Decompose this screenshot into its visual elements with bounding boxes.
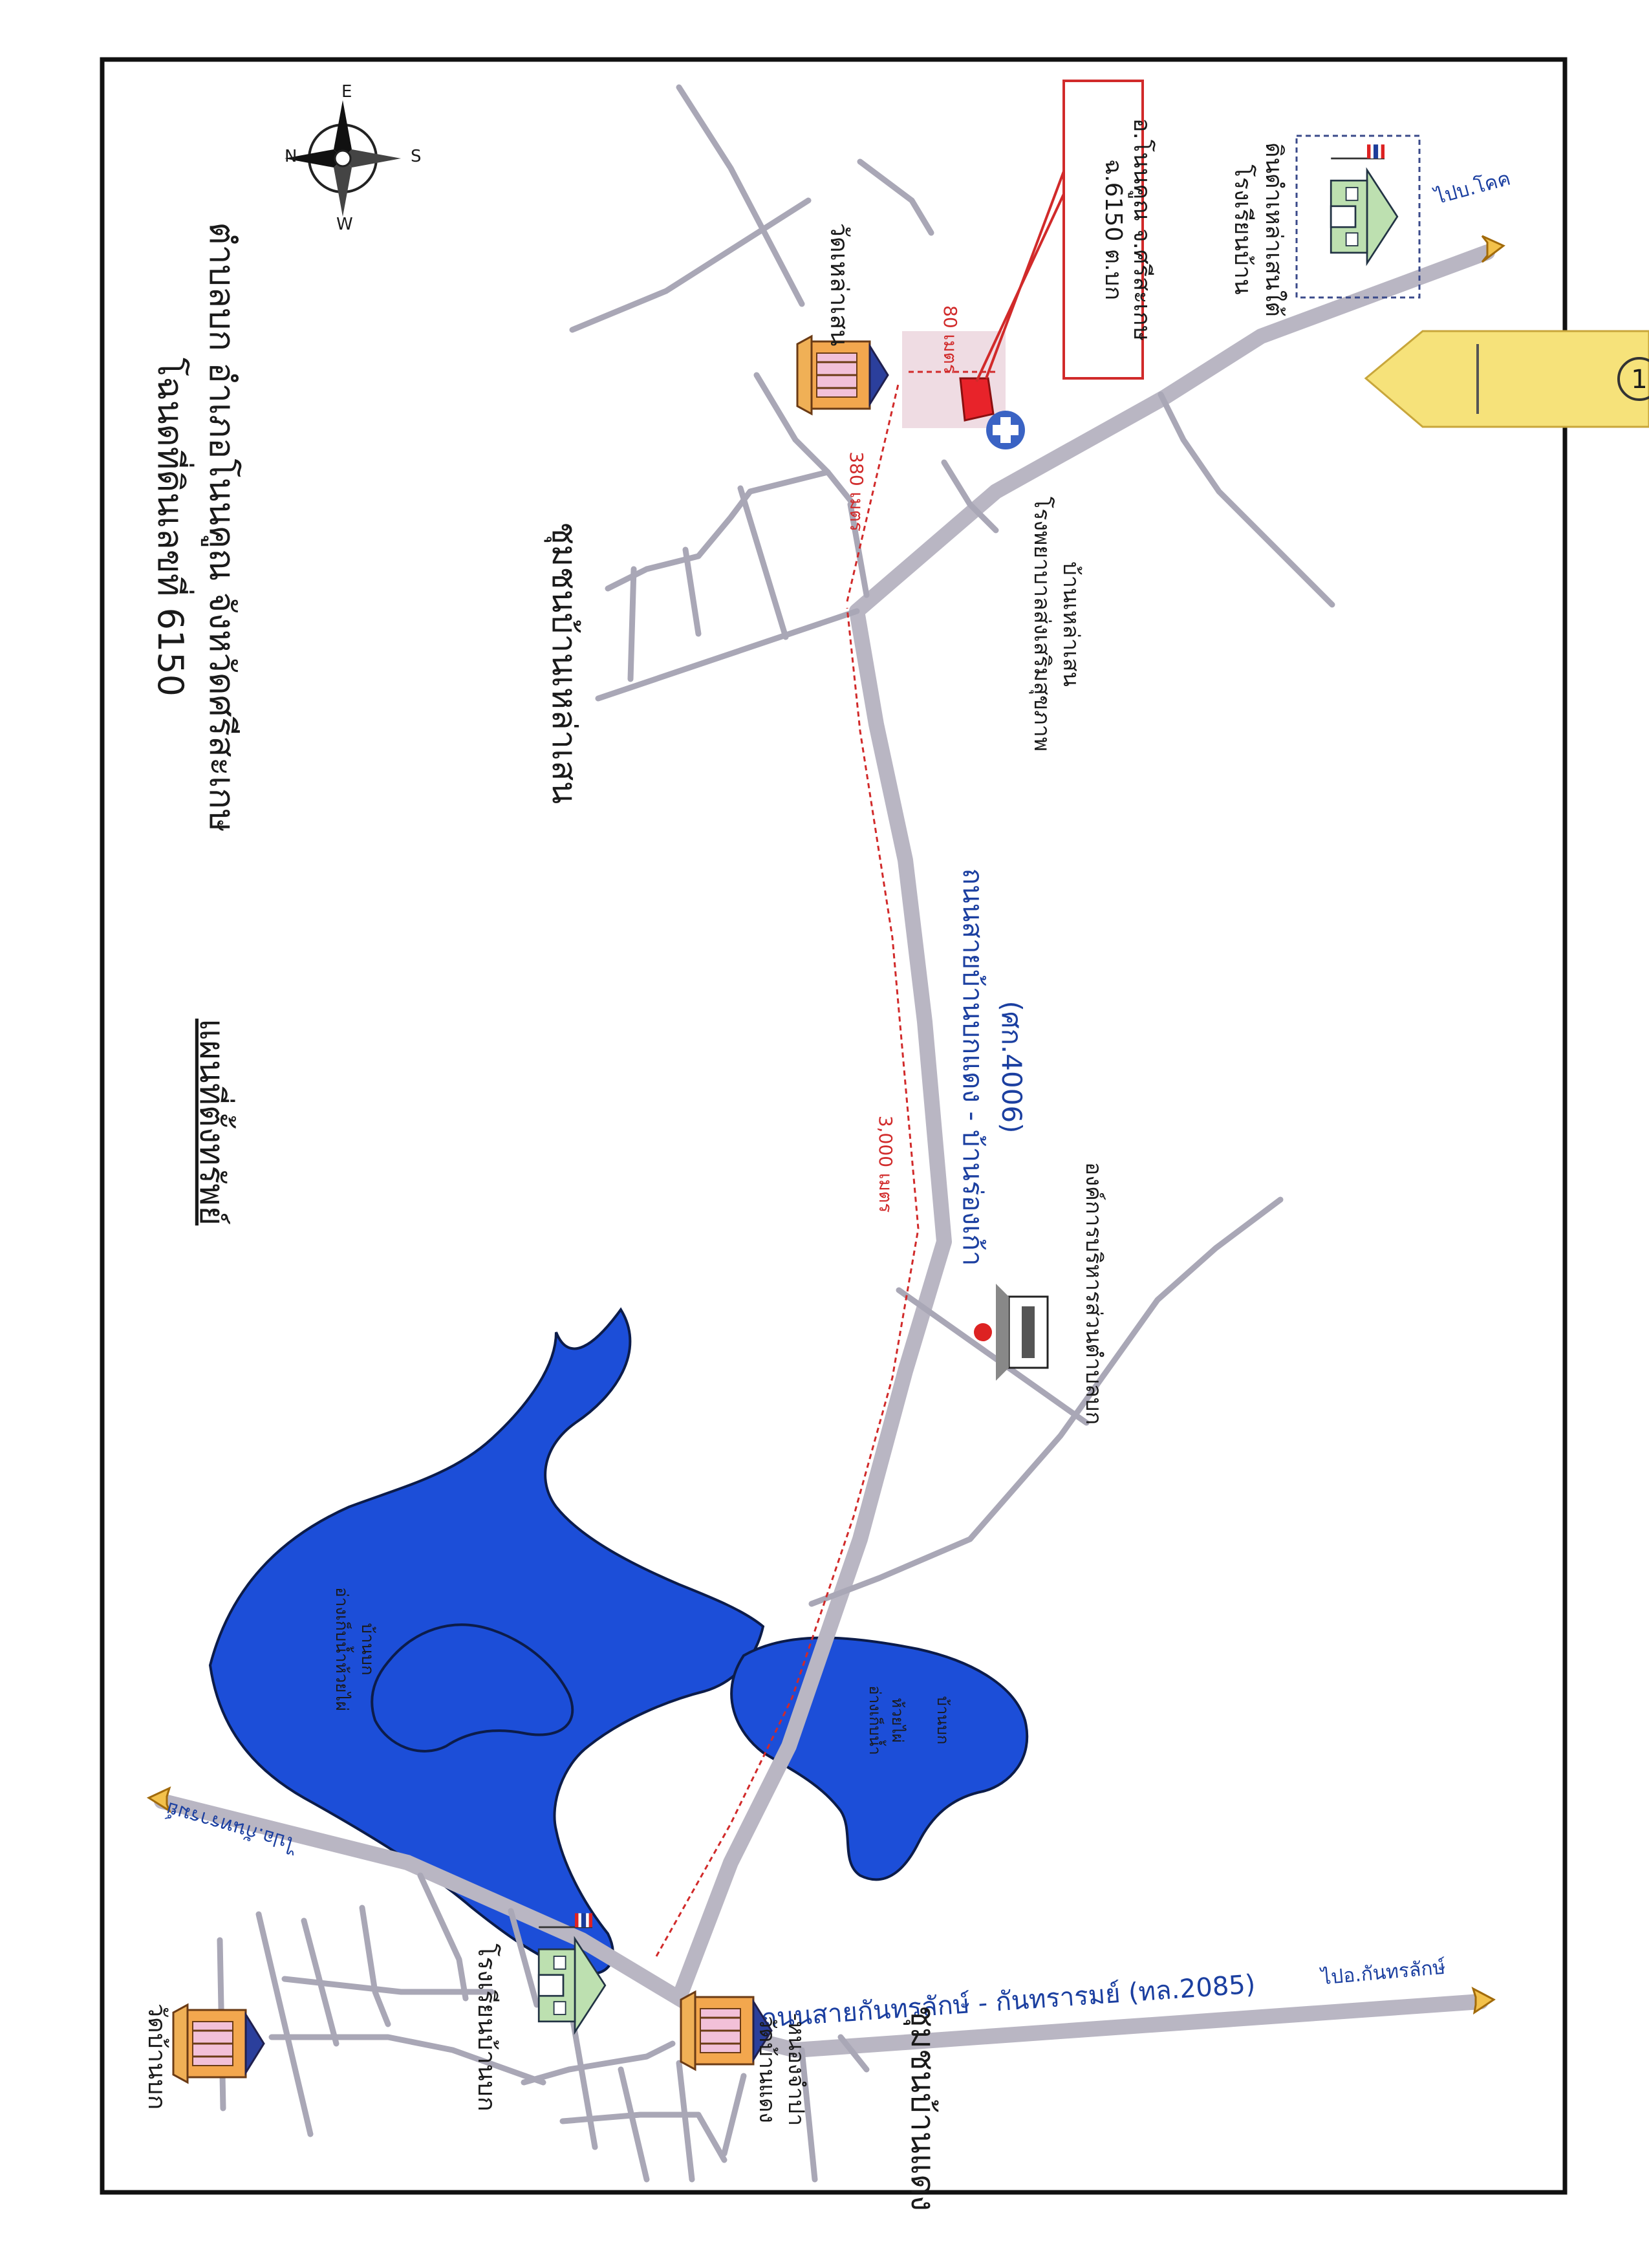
reservoir-big (208, 1307, 765, 1975)
label-reservoir-small-line1: อ่างเก็บน้ำ (866, 1685, 887, 1755)
parcel-box-line2: อ.โนนคูณ จ.ศรีสะเกษ (1128, 118, 1156, 341)
temple-icon (172, 2003, 265, 2084)
title-line1: โฉนดที่ดินเลขที่ 6150 (150, 358, 195, 697)
label-road-main-line2: (ศก.4006) (996, 1000, 1028, 1133)
distance-3000: 3,000 เมตร (875, 1116, 896, 1213)
label-to-kantharalak: ไปอ.กันทรลักษ์ (1319, 1956, 1447, 1990)
label-wat-ban-daeng-line2: -หนองจำปา (783, 2013, 809, 2126)
label-hospital-line2: บ้านเหล่าเสน (1058, 561, 1084, 687)
compass-icon (285, 100, 401, 217)
tao-office-icon (974, 1284, 1049, 1381)
parcel-box-line1: ฉ.6150 ต.บก (1100, 159, 1126, 301)
parcel-box: ฉ.6150 ต.บก อ.โนนคูณ จ.ศรีสะเกษ (975, 80, 1156, 382)
label-school-ban-bok: โรงเรียนบ้านบก (473, 1943, 501, 2111)
title-line2: ตำบลบก อำเภอโนนคูณ จังหวัดศรีสะเกษ (201, 222, 242, 832)
compass-n: N (285, 147, 297, 166)
label-hospital-line1: โรงพยาบาลส่งเสริมสุขภาพ (1029, 497, 1055, 751)
distance-380: 380 เมตร (846, 451, 867, 532)
label-community-lao-saen: ชุมชนบ้านเหล่าเสน (544, 522, 583, 804)
tab-number: 1 (1631, 365, 1647, 394)
yellow-tab: 1 (1364, 330, 1649, 428)
distance-lines (655, 371, 999, 1957)
label-to-khok: ไปบ.โคค (1431, 167, 1513, 210)
arrow-icon (146, 1786, 172, 1813)
minor-streets (217, 84, 1335, 2183)
compass-w: W (336, 215, 353, 234)
map-subtitle: แผนที่ตั้งทรัพย์ (192, 1019, 236, 1226)
parcel-icon (959, 377, 995, 422)
label-reservoir-big-line2: บ้านบก (358, 1623, 377, 1675)
temple-icon (796, 335, 889, 415)
label-school-south-line2: ดินดำเหล่าเสนใต้ (1260, 142, 1288, 317)
label-wat-lao-saen: วัดเหล่าเสน (825, 223, 854, 347)
label-wat-ban-daeng-line1: วัดบ้านแดง (754, 2016, 780, 2123)
parcel-area (902, 331, 1006, 428)
label-tao-office: องค์การบริหารส่วนตำบลบก (1081, 1162, 1106, 1425)
label-reservoir-small-line2: ห้วยไผ่ (889, 1698, 907, 1743)
distance-80: 80 เมตร (940, 305, 961, 374)
school-icon (1330, 144, 1399, 265)
arrow-icon (1481, 235, 1505, 263)
label-community-ban-daeng: ชุมชนบ้านแดง (903, 2005, 942, 2211)
hospital-icon (986, 411, 1025, 449)
label-school-south-line1: โรงเรียนบ้าน (1229, 164, 1256, 294)
map-frame (100, 57, 1568, 2195)
compass-s: S (411, 147, 422, 166)
label-reservoir-big-line1: อ่างเก็บน้ำห้วยไผ่ (332, 1587, 354, 1711)
compass-e: E (341, 82, 352, 102)
label-reservoir-small-line3: บ้านบก (934, 1696, 952, 1745)
school-south-boundary (1295, 135, 1421, 299)
label-road-main-line1: ถนนสายบ้านบกแดง - บ้านร่องเก้า (957, 868, 989, 1266)
main-roads (154, 244, 1495, 2058)
arrow-icon (1471, 1986, 1496, 2015)
label-wat-ban-bok: วัดบ้านบก (143, 2003, 171, 2110)
